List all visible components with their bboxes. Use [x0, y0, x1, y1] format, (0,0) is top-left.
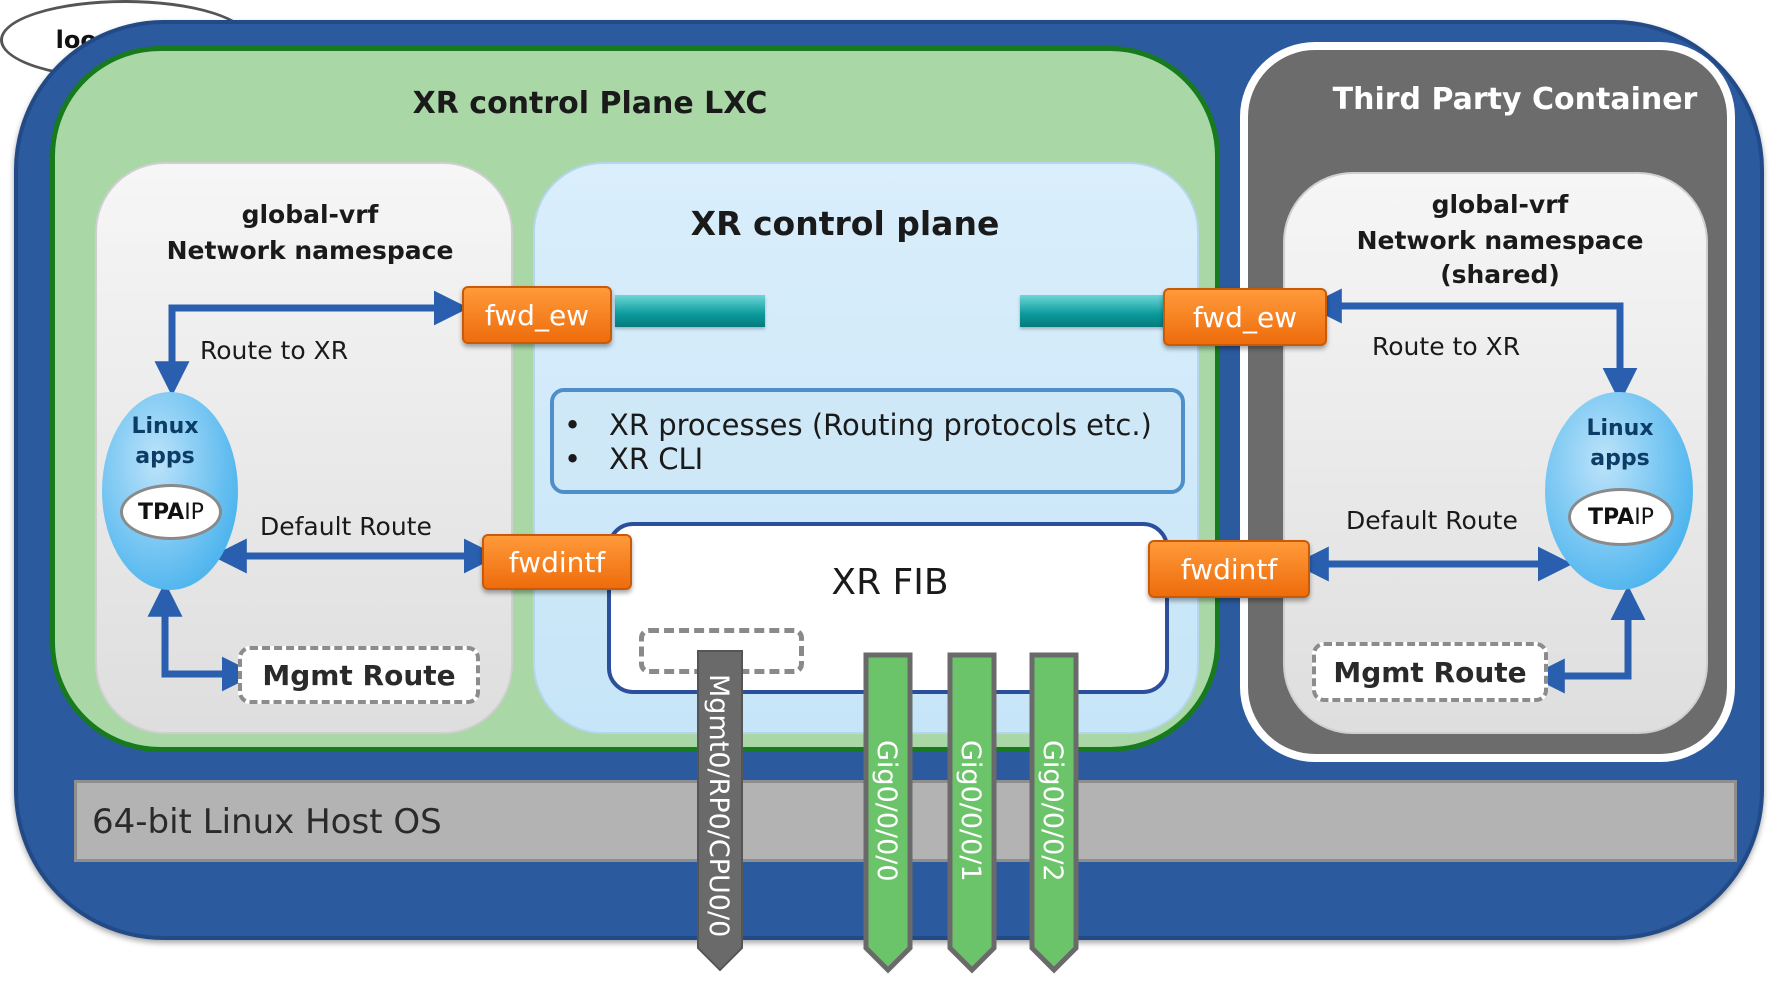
right-tpa-bold: TPA — [1588, 504, 1635, 530]
left-mgmt-route: Mgmt Route — [238, 646, 480, 704]
right-fwdintf-label: fwdintf — [1180, 552, 1278, 586]
process-item: XR processes (Routing protocols etc.) — [554, 408, 1181, 442]
mgmt-port-label: Mgmt0/RP0/CPU0/0 — [703, 674, 734, 937]
right-ns-title-line1: global-vrf — [1431, 190, 1569, 219]
left-default-route-label: Default Route — [260, 512, 432, 541]
loopback-link-left — [615, 295, 765, 327]
left-ns-title-line2: Network namespace — [166, 236, 454, 265]
left-mgmt-route-arrow — [147, 581, 257, 692]
host-os-label: 64-bit Linux Host OS — [92, 802, 442, 842]
right-fwd-ew-interface: fwd_ew — [1163, 288, 1327, 346]
left-fwd-ew-interface: fwd_ew — [462, 286, 612, 344]
gig-port-0-shape — [863, 652, 913, 974]
right-apps-label-line2: apps — [1590, 446, 1650, 471]
right-tpa-ip: TPA IP — [1568, 488, 1674, 546]
process-item: XR CLI — [554, 442, 1181, 476]
right-ns-title-line2: Network namespace — [1356, 226, 1644, 255]
gig-port-1-label: Gig0/0/0/1 — [955, 740, 986, 882]
left-route-to-xr-arrow — [154, 290, 469, 397]
left-mgmt-route-label: Mgmt Route — [262, 658, 456, 692]
left-fwdintf-interface: fwdintf — [482, 534, 632, 590]
right-tpa-rest: IP — [1634, 504, 1654, 530]
right-ns-title-line3: (shared) — [1440, 260, 1560, 289]
left-tpa-bold: TPA — [138, 499, 185, 525]
right-mgmt-route-arrow — [1529, 585, 1646, 694]
right-apps-label-line1: Linux — [1586, 416, 1654, 441]
right-route-to-xr-label: Route to XR — [1372, 332, 1521, 361]
left-tpa-ip: TPA IP — [120, 484, 222, 540]
left-route-to-xr-label: Route to XR — [200, 336, 349, 365]
left-fwd-ew-label: fwd_ew — [484, 298, 590, 332]
left-fwdintf-label: fwdintf — [508, 545, 606, 579]
left-apps-label-line1: Linux — [131, 414, 199, 439]
left-ns-title-line1: global-vrf — [241, 200, 379, 229]
right-fwd-ew-label: fwd_ew — [1192, 300, 1298, 334]
gig-port-2-shape — [1029, 652, 1079, 974]
gig-port-0-label: Gig0/0/0/0 — [871, 740, 902, 882]
left-apps-label-line2: apps — [135, 444, 195, 469]
left-tpa-rest: IP — [184, 499, 204, 525]
gig-port-1-shape — [947, 652, 997, 974]
right-default-route-label: Default Route — [1346, 506, 1518, 535]
right-route-to-xr-arrow — [1306, 288, 1638, 403]
fib-label: XR FIB — [831, 562, 949, 603]
right-mgmt-route-label: Mgmt Route — [1333, 655, 1527, 689]
tpc-title: Third Party Container — [1332, 82, 1698, 117]
lxc-title: XR control Plane LXC — [412, 86, 768, 121]
right-mgmt-route: Mgmt Route — [1312, 642, 1548, 702]
xr-processes-box: XR processes (Routing protocols etc.) XR… — [550, 388, 1185, 494]
control-plane-title: XR control plane — [690, 204, 1000, 243]
loopback-link-right — [1020, 295, 1170, 327]
gig-port-2-label: Gig0/0/0/2 — [1037, 740, 1068, 882]
mgmt-port-shape — [697, 650, 743, 972]
right-fwdintf-interface: fwdintf — [1148, 540, 1310, 598]
